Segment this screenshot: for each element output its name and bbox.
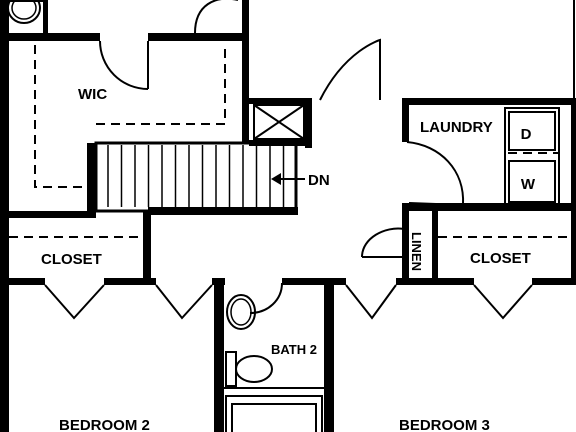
wall-bedroom3-top-a — [334, 278, 346, 285]
label-dryer: D — [521, 126, 532, 143]
wall-bedroom3-top-c — [532, 278, 576, 285]
down-arrow-icon — [271, 173, 281, 185]
wall-closet-left-top — [0, 211, 96, 218]
linen-door — [361, 227, 405, 258]
wall-closet-left-right — [143, 211, 151, 283]
hall-door-top — [319, 38, 381, 101]
doors — [44, 0, 533, 320]
wall-laundry-bottom — [402, 203, 576, 211]
wall-bedroom3-top-b — [396, 278, 474, 285]
label-bedroom3: BEDROOM 3 — [399, 417, 490, 432]
washer — [508, 160, 556, 203]
closet-left-door — [44, 284, 105, 320]
bath2-toilet — [235, 355, 273, 383]
laundry-appliance-box — [504, 107, 560, 207]
wic-shelf-right — [96, 45, 226, 125]
label-linen: LINEN — [409, 232, 424, 271]
label-bath2: BATH 2 — [271, 342, 317, 357]
wall-bedroom2-top-b — [104, 278, 156, 285]
wic-shelf-left — [34, 45, 87, 188]
dryer — [508, 111, 556, 151]
label-bedroom2: BEDROOM 2 — [59, 417, 150, 432]
outer-wall-right — [571, 98, 576, 285]
label-laundry: LAUNDRY — [420, 119, 493, 136]
bedroom2-door — [155, 284, 213, 320]
label-dn: DN — [308, 172, 330, 189]
label-closet-left: CLOSET — [41, 251, 102, 268]
wall-wic-right — [242, 0, 249, 143]
laundry-door — [406, 141, 465, 207]
wall-wic-top-left — [0, 33, 100, 41]
staircase — [94, 141, 305, 215]
wall-laundry-left-top — [402, 98, 409, 142]
wall-linen-right — [432, 211, 438, 283]
wall-shaft-top — [249, 98, 311, 104]
upper-sink — [7, 0, 41, 24]
wall-bedroom2-top-a — [0, 278, 45, 285]
wic-door — [99, 40, 149, 90]
label-closet-right: CLOSET — [470, 250, 531, 267]
wall-bath2-left — [214, 278, 224, 432]
wall-shaft-right — [305, 98, 312, 148]
wall-laundry-top — [402, 98, 576, 105]
wall-bath2-right — [324, 278, 334, 432]
wall-linen-left — [402, 203, 409, 283]
wall-wic-top-right — [148, 33, 248, 41]
dashed-lines — [9, 45, 571, 238]
labels: WIC LAUNDRY DN CLOSET CLOSET LINEN BATH … — [41, 86, 536, 432]
bath2-toilet-tank — [225, 351, 237, 387]
shaft-x-icon — [253, 104, 305, 140]
wall-bath2-top — [282, 278, 334, 285]
bath2-sink — [226, 294, 256, 330]
bedroom3-door — [345, 284, 397, 320]
bath2-tub — [225, 395, 323, 432]
label-washer: W — [521, 176, 536, 193]
label-wic: WIC — [78, 86, 107, 103]
wall-stair-left — [87, 143, 96, 213]
closet-right-door — [473, 284, 533, 320]
fixtures — [7, 0, 556, 387]
wall-upper-bath — [43, 0, 48, 33]
